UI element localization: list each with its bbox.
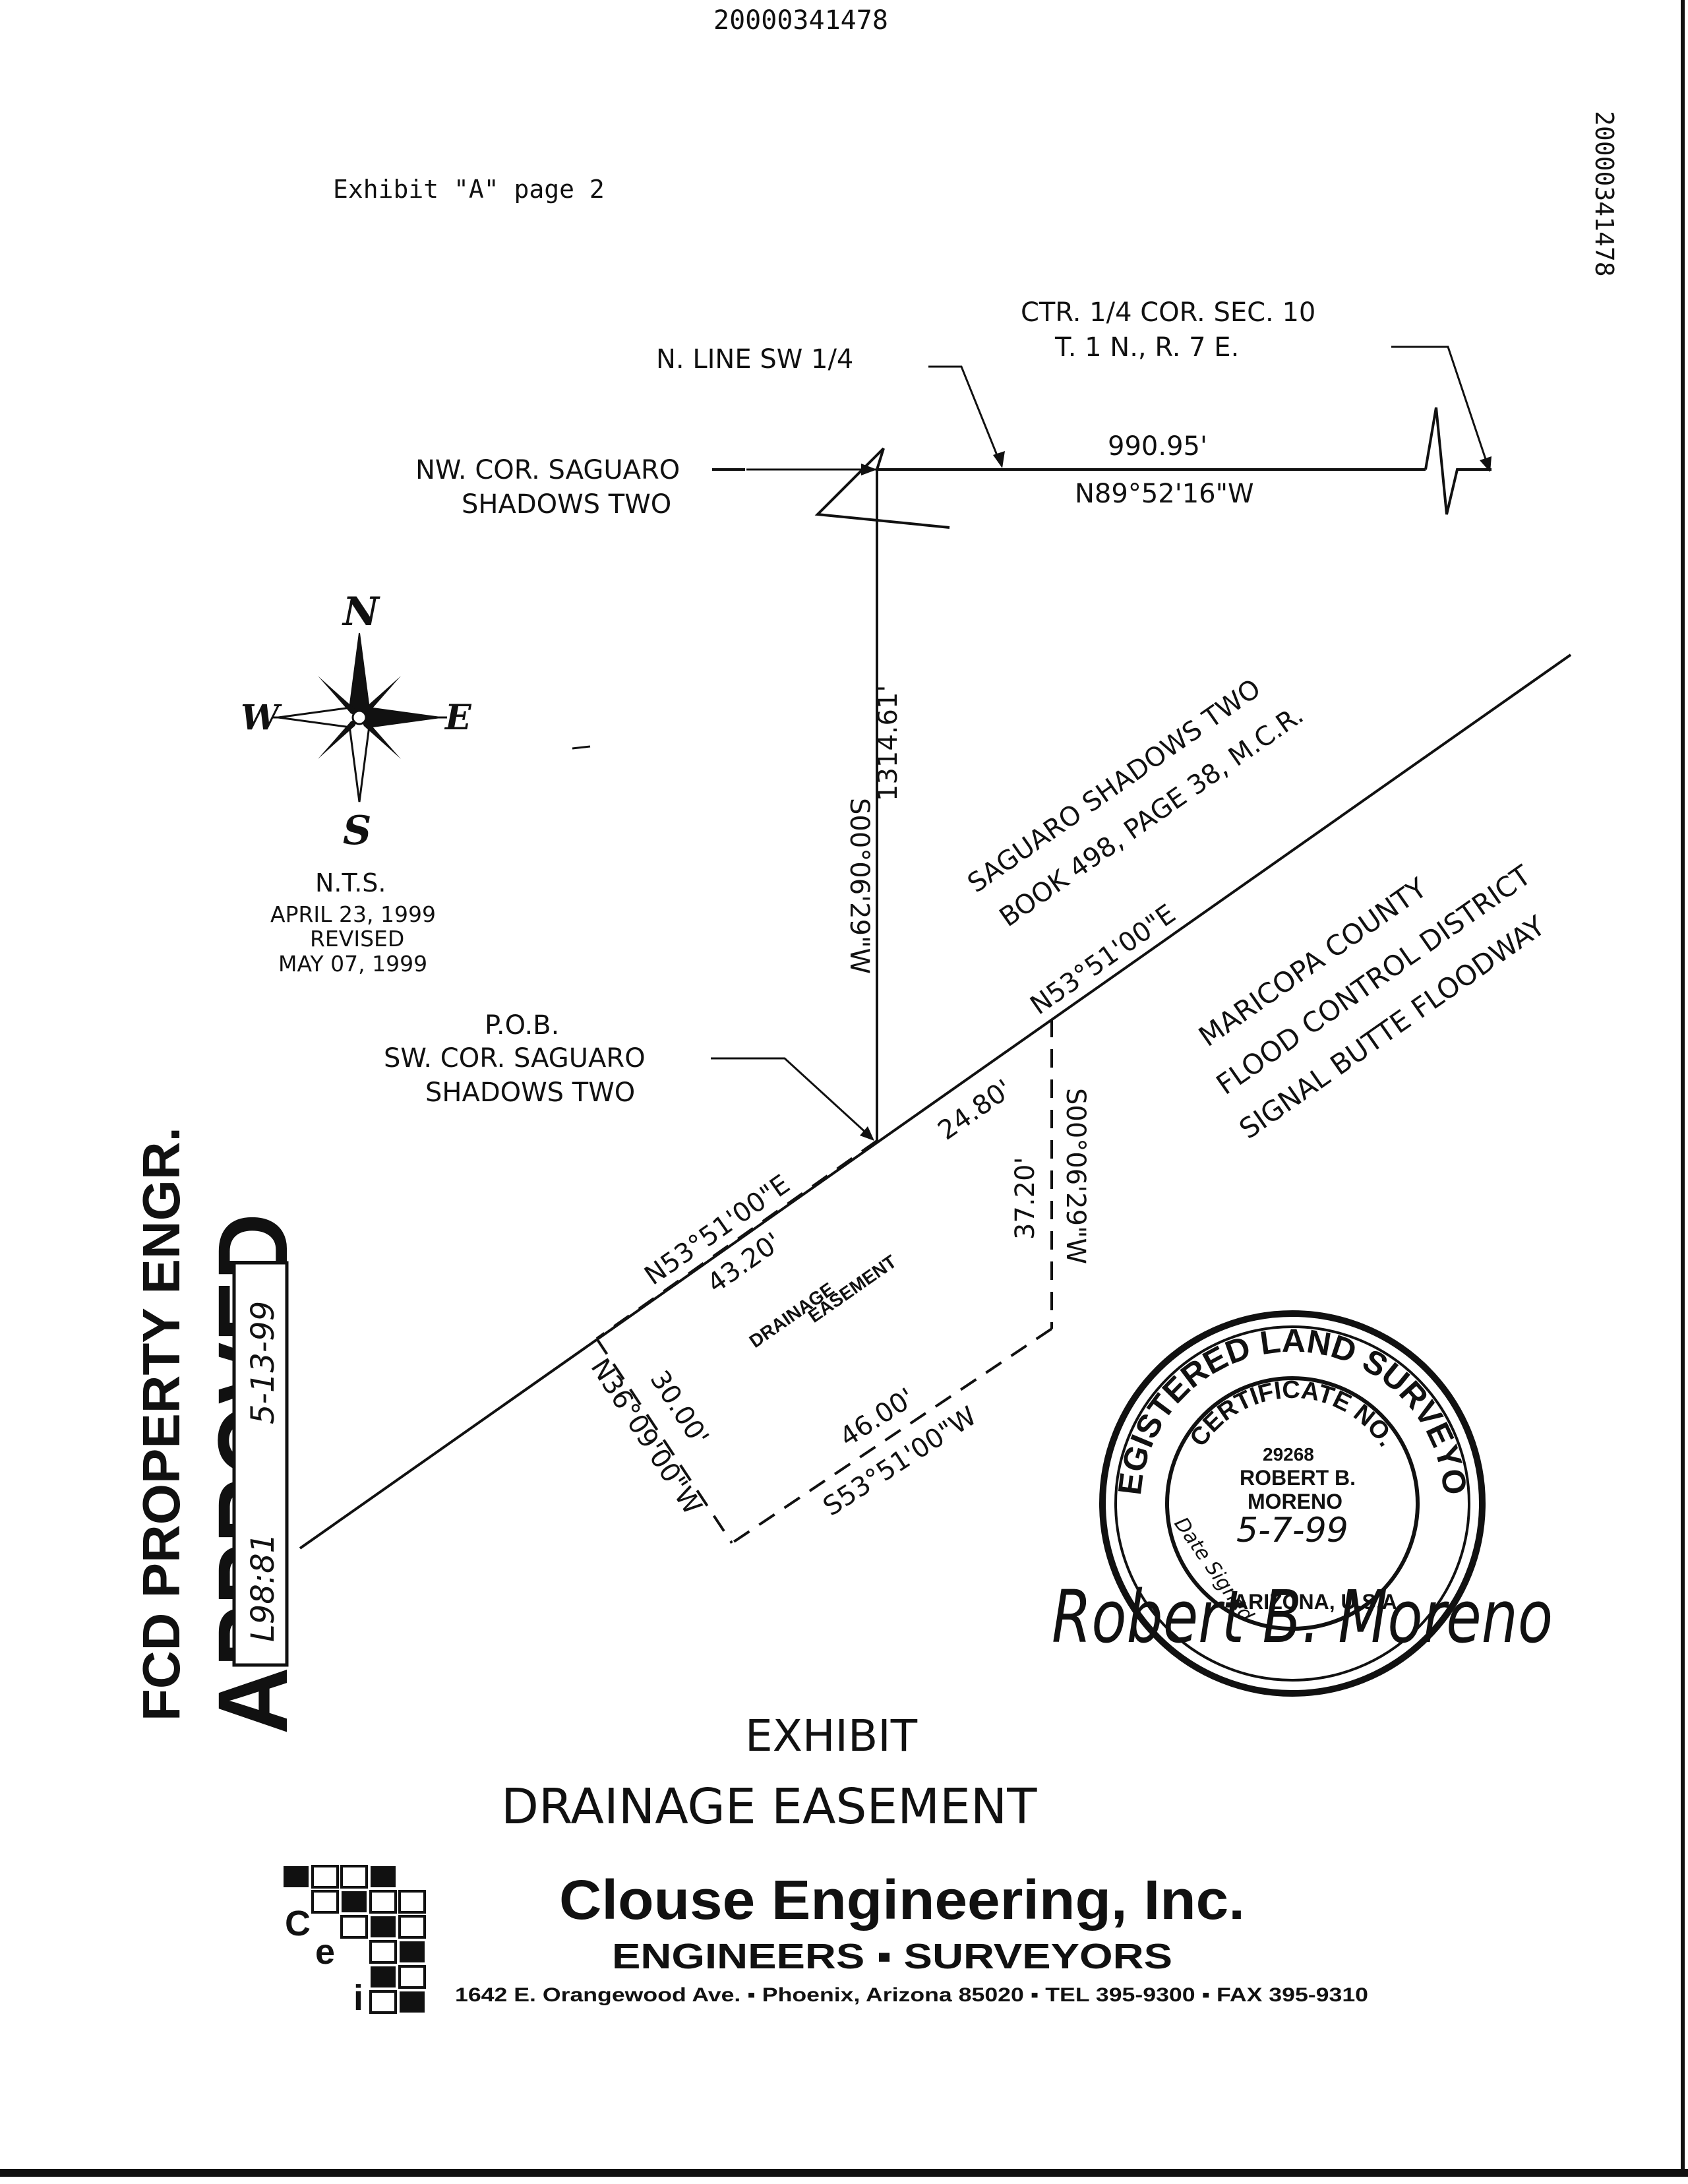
segment-24-80: 24.80' [932, 1074, 1017, 1147]
svg-text:FCD PROPERTY ENGR.: FCD PROPERTY ENGR. [132, 1127, 191, 1721]
svg-text:5-7-99: 5-7-99 [1236, 1511, 1348, 1550]
compass-n: N [342, 589, 380, 635]
stray-mark [572, 745, 591, 750]
leader-lines [711, 346, 1492, 1141]
scale-note: N.T.S. [315, 868, 386, 897]
label-nw-cor-2: SHADOWS TWO [462, 489, 671, 520]
maricopa-label: MARICOPA COUNTY FLOOD CONTROL DISTRICT S… [1193, 859, 1551, 1145]
svg-text:i: i [353, 1978, 363, 2018]
label-ctr-cor-1: CTR. 1/4 COR. SEC. 10 [1021, 297, 1315, 328]
top-bearing: N89°52'16"W [1075, 479, 1254, 509]
svg-text:ARIZONA, U.S.A.: ARIZONA, U.S.A. [1233, 1590, 1403, 1614]
diagonal-boundary [299, 653, 1572, 1550]
svg-text:C: C [285, 1904, 311, 1943]
label-pob-3: SHADOWS TWO [425, 1077, 635, 1108]
title-drainage-easement: DRAINAGE EASEMENT [501, 1778, 1037, 1835]
compass-star-icon [272, 632, 447, 803]
label-nw-cor-1: NW. COR. SAGUARO [415, 455, 680, 485]
compass-w: W [241, 698, 282, 738]
label-ctr-cor-2: T. 1 N., R. 7 E. [1054, 332, 1239, 363]
date-original: APRIL 23, 1999 [270, 901, 436, 927]
svg-text:29268: 29268 [1263, 1444, 1314, 1465]
company-logo-icon: C e i [284, 1865, 426, 2018]
easement-outline [595, 1019, 1053, 1544]
company-address: 1642 E. Orangewood Ave. ▪ Phoenix, Arizo… [455, 1984, 1368, 2006]
label-n-line: N. LINE SW 1/4 [656, 344, 853, 375]
right-bearing: S00°06'29"W [1060, 1088, 1091, 1264]
revised-label: REVISED [310, 926, 404, 952]
svg-text:CERTIFICATE NO.: CERTIFICATE NO. [1185, 1376, 1401, 1452]
side-document-number: 20000341478 [1590, 111, 1619, 277]
svg-text:ROBERT B.: ROBERT B. [1240, 1466, 1356, 1490]
saguaro-label: SAGUARO SHADOWS TWO BOOK 498, PAGE 38, M… [962, 673, 1310, 933]
stamp-handwritten-date: 5-13-99 [245, 1301, 282, 1424]
title-exhibit: EXHIBIT [745, 1711, 918, 1761]
exhibit-header: Exhibit "A" page 2 [333, 175, 605, 204]
stamp-handwritten-ref: L98:81 [245, 1533, 282, 1642]
top-distance: 990.95' [1108, 431, 1207, 462]
compass-rose: N S E W N.T.S. APRIL 23, 1999 REVISED MA… [241, 589, 472, 977]
compass-e: E [444, 698, 472, 738]
vertical-distance: 1314.61' [873, 685, 903, 801]
svg-text:MORENO: MORENO [1248, 1490, 1342, 1513]
top-boundary [712, 407, 1492, 1141]
segment-37-20: 37.20' [1010, 1157, 1040, 1240]
surveyor-signature: Robert B. Moreno [1052, 1575, 1553, 1659]
svg-text:BOOK 498, PAGE 38, M.C.R.: BOOK 498, PAGE 38, M.C.R. [994, 700, 1310, 933]
vertical-bearing: S00°06'29"W [844, 798, 874, 974]
approved-stamp: FCD PROPERTY ENGR. APPROVED L98:81 5-13-… [132, 1127, 308, 1734]
date-revised: MAY 07, 1999 [278, 951, 427, 977]
company-tagline: ENGINEERS ▪ SURVEYORS [612, 1937, 1172, 1976]
compass-s: S [343, 808, 371, 854]
svg-text:e: e [315, 1932, 335, 1972]
company-name: Clouse Engineering, Inc. [559, 1869, 1245, 1931]
label-pob-2: SW. COR. SAGUARO [384, 1043, 646, 1074]
diagonal-bearing: N53°51'00"E [1025, 899, 1181, 1021]
document-number: 20000341478 [713, 5, 888, 36]
label-pob-1: P.O.B. [485, 1010, 559, 1041]
